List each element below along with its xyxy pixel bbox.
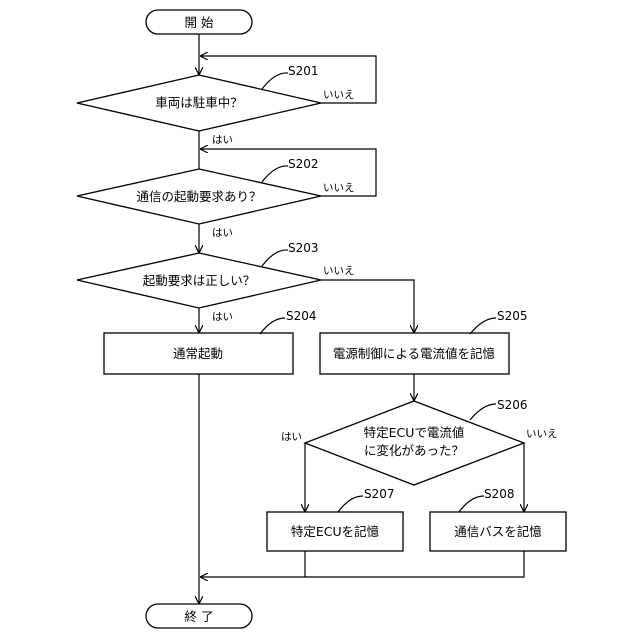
decision-s201-text: 車両は駐車中？ [155,95,243,110]
process-s208-text: 通信バスを記憶 [454,524,542,539]
start-label: 開 始 [185,15,214,30]
s207-step-id: S207 [364,487,395,501]
s206-no-label: いいえ [526,428,558,440]
decision-s206-text-line1: 特定ECUで電流値 [364,425,465,440]
process-s207-text: 特定ECUを記憶 [291,524,380,539]
s202-step-id: S202 [288,157,319,171]
process-s204-text: 通常起動 [173,346,223,361]
s203-leader [262,250,288,266]
s208-leader [459,496,484,512]
decision-s202-text: 通信の起動要求あり？ [136,189,261,204]
s202-no-label: いいえ [323,182,355,194]
s206-leader [470,404,496,420]
s202-leader [262,166,288,182]
s205-leader [470,318,496,334]
s201-no-label: いいえ [323,89,355,101]
s206-step-id: S206 [497,398,528,412]
decision-s203-text: 起動要求は正しい？ [143,273,256,288]
s203-yes-label: はい [212,311,233,323]
process-s205-text: 電源制御による電流値を記憶 [333,346,496,361]
s201-yes-label: はい [212,134,233,146]
end-label: 終 了 [185,609,214,624]
s202-yes-label: はい [212,227,233,239]
s208-step-id: S208 [484,487,515,501]
s207-leader [338,496,363,512]
s201-leader [262,73,288,89]
s203-step-id: S203 [288,241,319,255]
decision-s206-text-line2: に変化があった？ [364,443,464,458]
s206-yes-label: はい [281,431,302,443]
s204-step-id: S204 [286,309,317,323]
edge-s208-merge [201,551,524,577]
s201-step-id: S201 [288,64,319,78]
s203-no-label: いいえ [323,265,355,277]
edge-s203-no [321,280,414,332]
s204-leader [260,318,285,334]
s205-step-id: S205 [497,309,528,323]
